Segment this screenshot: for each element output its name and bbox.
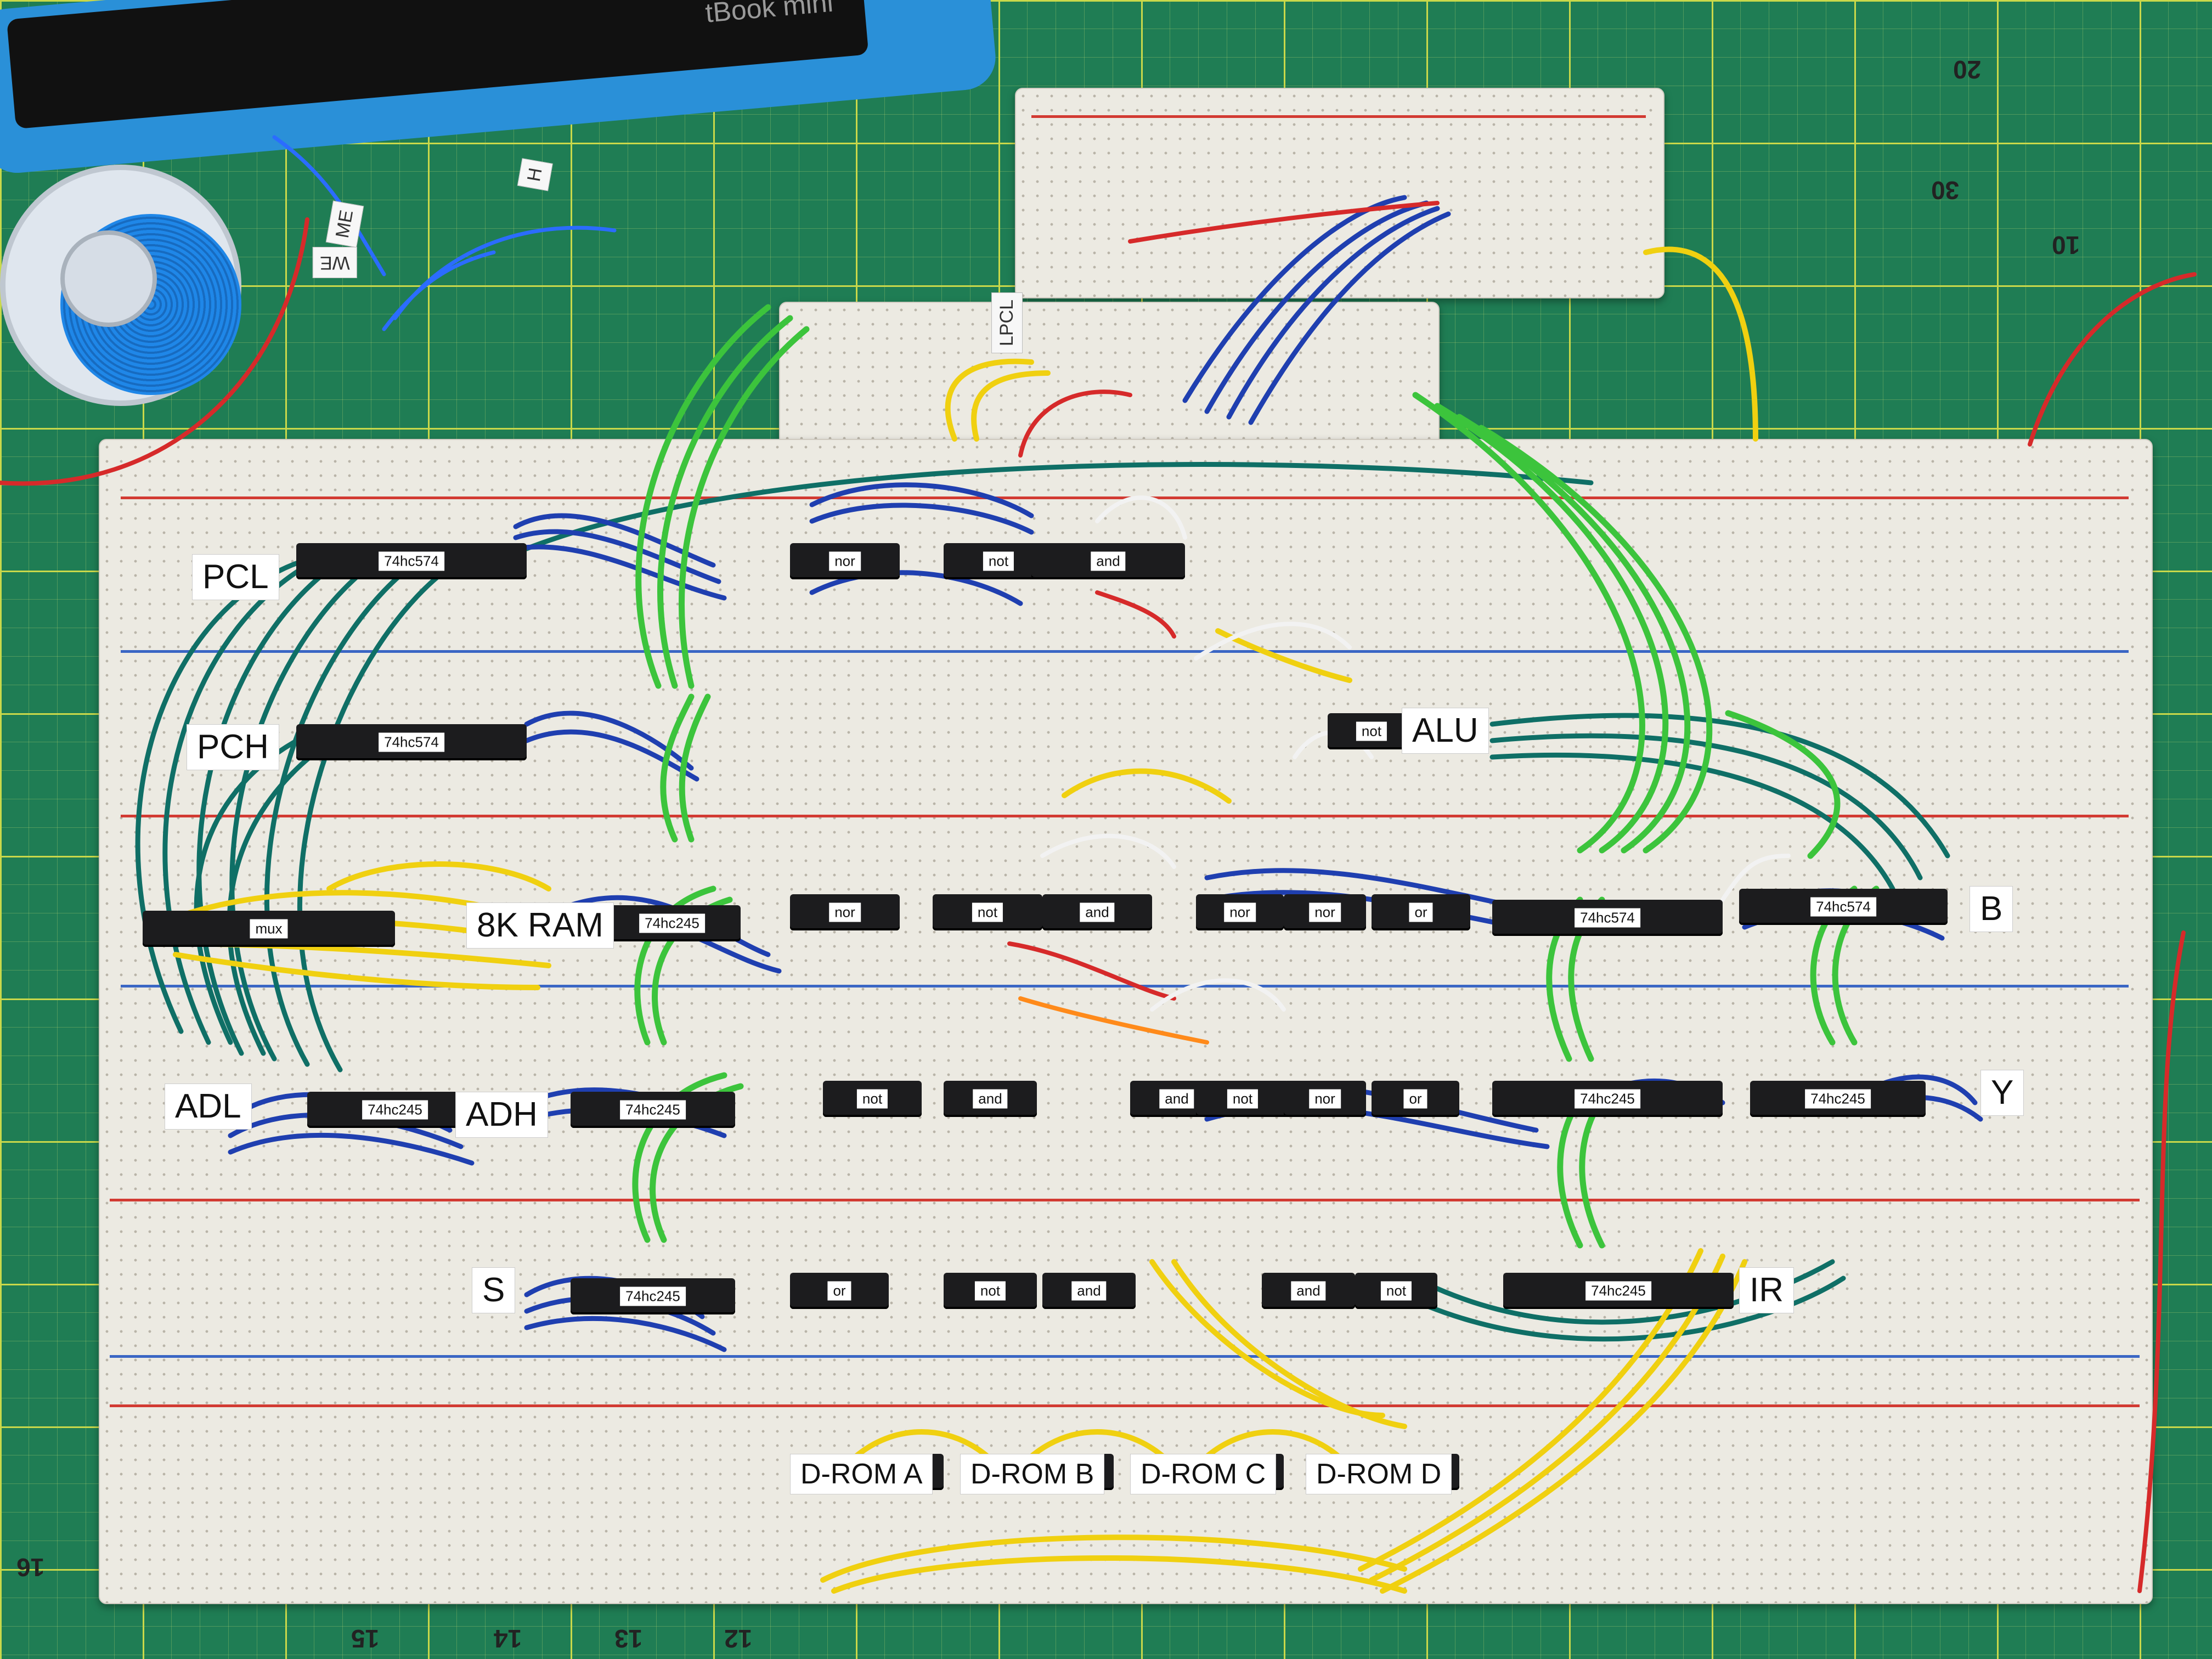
chip: and <box>1262 1273 1355 1309</box>
chip: not <box>933 894 1042 930</box>
chip: 74hc574 <box>296 543 527 579</box>
wire-tag-lpcl: LPCL <box>991 292 1023 354</box>
chip-label: 74hc574 <box>379 732 444 752</box>
wire-spool-hub <box>60 230 157 327</box>
label-rom-b: D-ROM B <box>960 1454 1105 1494</box>
label-pch: PCH <box>187 724 279 770</box>
chip-label: 74hc245 <box>1575 1089 1640 1109</box>
chip-label: or <box>1409 902 1433 922</box>
chip: or <box>790 1273 889 1309</box>
chip-label: or <box>827 1281 851 1301</box>
chip-label: 74hc245 <box>620 1100 686 1120</box>
chip-label: or <box>1403 1089 1427 1109</box>
wire-tag-h: H <box>517 158 553 191</box>
chip-label: nor <box>1309 1089 1341 1109</box>
wire-tag-we: WE <box>313 247 357 278</box>
chip: not <box>1196 1081 1289 1117</box>
label-rom-c: D-ROM C <box>1130 1454 1277 1494</box>
chip-label: and <box>1091 551 1126 571</box>
chip: nor <box>790 894 900 930</box>
chip: 74hc245 <box>571 1278 735 1314</box>
chip: and <box>1042 1273 1136 1309</box>
chip: mux <box>143 911 395 947</box>
chip: nor <box>1196 894 1284 930</box>
chip: nor <box>790 543 900 579</box>
breadboard-main <box>99 439 2153 1604</box>
chip: not <box>1355 1273 1437 1309</box>
chip-label: 74hc245 <box>1805 1089 1871 1109</box>
label-rom-d: D-ROM D <box>1306 1454 1452 1494</box>
chip-label: and <box>973 1089 1008 1109</box>
chip-label: 74hc245 <box>1585 1281 1651 1301</box>
chip: 74hc245 <box>1492 1081 1723 1117</box>
chip-label: not <box>972 902 1003 922</box>
chip-label: 74hc574 <box>1575 908 1640 928</box>
label-adl: ADL <box>165 1084 252 1130</box>
chip: and <box>1031 543 1185 579</box>
chip-label: not <box>983 551 1014 571</box>
power-rail <box>110 1199 2140 1201</box>
chip: 74hc574 <box>1739 889 1948 925</box>
chip: or <box>1372 894 1470 930</box>
power-rail <box>1031 115 1646 118</box>
power-rail <box>121 815 2129 817</box>
chip-label: not <box>1227 1089 1259 1109</box>
chip-label: not <box>974 1281 1006 1301</box>
chip: 74hc245 <box>571 1092 735 1128</box>
label-b: B <box>1970 886 2013 932</box>
chip-label: nor <box>829 902 861 922</box>
chip: nor <box>1284 894 1366 930</box>
chip-label: nor <box>1224 902 1256 922</box>
label-rom-a: D-ROM A <box>790 1454 933 1494</box>
chip: or <box>1372 1081 1459 1117</box>
chip: 74hc574 <box>296 724 527 760</box>
label-y: Y <box>1980 1070 2024 1116</box>
chip-label: and <box>1159 1089 1194 1109</box>
chip-label: and <box>1071 1281 1107 1301</box>
chip-label: 74hc245 <box>362 1100 428 1120</box>
label-s: S <box>472 1267 516 1313</box>
chip: 74hc245 <box>307 1092 483 1128</box>
chip-label: not <box>1380 1281 1412 1301</box>
chip-label: 74hc245 <box>639 913 705 933</box>
label-alu: ALU <box>1402 708 1489 754</box>
label-adh: ADH <box>455 1092 548 1138</box>
chip-label: 74hc245 <box>620 1286 686 1306</box>
chip-label: 74hc574 <box>379 551 444 571</box>
chip-label: mux <box>250 919 288 939</box>
power-rail <box>110 1355 2140 1358</box>
chip: 74hc574 <box>1492 900 1723 936</box>
label-8k-ram: 8K RAM <box>466 902 614 949</box>
chip-label: 74hc574 <box>1810 897 1876 917</box>
chip-label: and <box>1080 902 1115 922</box>
power-rail <box>110 1404 2140 1407</box>
chip: and <box>1042 894 1152 930</box>
chip: not <box>823 1081 922 1117</box>
power-rail <box>121 985 2129 988</box>
power-rail <box>121 496 2129 499</box>
chip: 74hc245 <box>603 905 741 941</box>
label-ir: IR <box>1739 1267 1794 1313</box>
chip-label: and <box>1291 1281 1326 1301</box>
chip: 74hc245 <box>1750 1081 1926 1117</box>
chip-label: nor <box>829 551 861 571</box>
chip-label: nor <box>1309 902 1341 922</box>
chip: and <box>944 1081 1037 1117</box>
chip: nor <box>1284 1081 1366 1117</box>
chip: not <box>1328 713 1415 749</box>
chip: not <box>944 1273 1037 1309</box>
power-rail <box>121 650 2129 653</box>
chip-label: not <box>856 1089 888 1109</box>
label-pcl: PCL <box>192 554 279 600</box>
chip: 74hc245 <box>1503 1273 1734 1309</box>
chip-label: not <box>1356 721 1387 741</box>
